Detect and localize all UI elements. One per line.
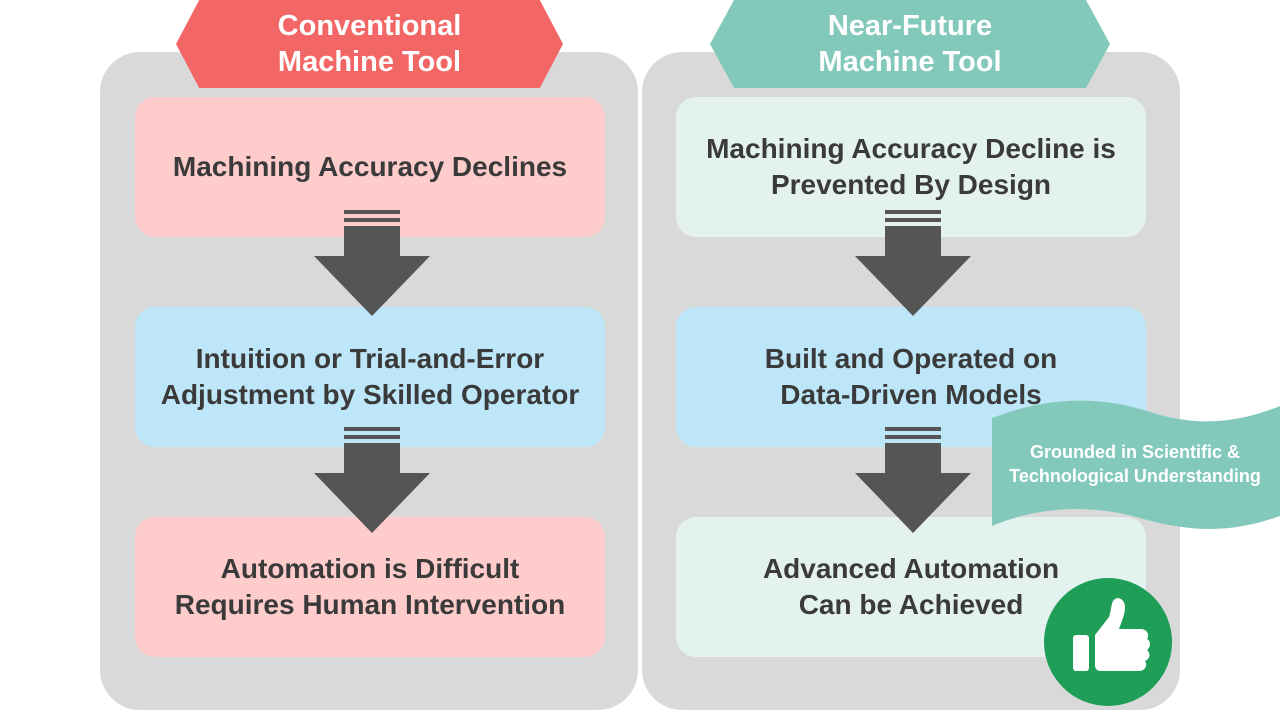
conventional-step-2-line-1: Intuition or Trial-and-Error [195,343,545,374]
conventional-step-2-box: Intuition or Trial-and-Error Adjustment … [135,307,605,447]
ribbon-line-2: Technological Understanding [1009,466,1261,486]
near-future-step-3-line-2: Can be Achieved [798,589,1024,620]
near-future-step-1-line-2: Prevented By Design [770,169,1052,200]
ribbon-banner [992,400,1280,529]
conventional-step-3-line-2: Requires Human Intervention [174,589,566,620]
near-future-step-2-line-1: Built and Operated on [764,343,1058,374]
ribbon-line-1: Grounded in Scientific & [1029,442,1240,462]
conventional-step-3-line-1: Automation is Difficult [220,553,520,584]
ribbon-text: Grounded in Scientific & Technological U… [995,440,1275,488]
down-arrow-icon [855,210,971,316]
down-arrow-icon [314,210,430,316]
conventional-title-line-1: Conventional [277,10,462,42]
near-future-title-line-1: Near-Future [827,10,993,42]
conventional-step-1-text: Machining Accuracy Declines [172,151,568,182]
conventional-title-line-2: Machine Tool [277,46,462,78]
down-arrow-icon [314,427,430,533]
conventional-step-3-box: Automation is Difficult Requires Human I… [135,517,605,657]
near-future-title-banner: Near-Future Machine Tool [710,0,1110,88]
near-future-step-1-line-1: Machining Accuracy Decline is [706,133,1116,164]
thumbs-up-icon [1044,578,1172,706]
near-future-step-3-line-1: Advanced Automation [762,553,1060,584]
conventional-step-2-line-2: Adjustment by Skilled Operator [160,379,580,410]
near-future-title-line-2: Machine Tool [818,46,1002,78]
conventional-title-banner: Conventional Machine Tool [176,0,563,88]
down-arrow-icon [855,427,971,533]
near-future-step-2-line-2: Data-Driven Models [780,379,1042,410]
